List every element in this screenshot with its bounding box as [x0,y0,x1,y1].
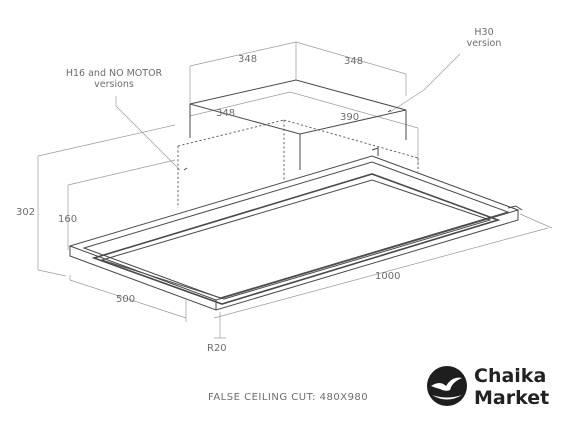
dim-length: 1000 [375,271,400,282]
dim-body-height: 160 [58,214,77,225]
dimension-values: 348 348 348 390 302 160 500 1000 R20 [16,54,400,354]
h16-label-line2: versions [94,79,134,90]
h30-label-line1: H30 [474,27,493,38]
dim-inner-right: 390 [340,112,359,123]
dim-radius: R20 [207,343,227,354]
wave-icon [432,395,462,400]
false-ceiling-caption: FALSE CEILING CUT: 480X980 [208,392,368,403]
dim-total-height: 302 [16,207,35,218]
h16-label-line1: H16 and NO MOTOR [66,68,163,79]
seagull-icon [431,377,462,391]
motor-box [177,79,419,208]
ceiling-frame [68,147,523,311]
chaika-market-logo: Chaika Market [427,365,549,409]
logo-word-chaika: Chaika [474,365,546,387]
dimension-lines [37,41,553,339]
dim-depth: 500 [116,294,135,305]
version-labels: H16 and NO MOTOR versions H30 version [66,27,502,90]
h30-label-line2: version [467,38,502,49]
dim-top-right: 348 [344,56,363,67]
dim-inner-left: 348 [216,108,235,119]
logo-word-market: Market [474,387,549,409]
dim-top-left: 348 [238,54,257,65]
